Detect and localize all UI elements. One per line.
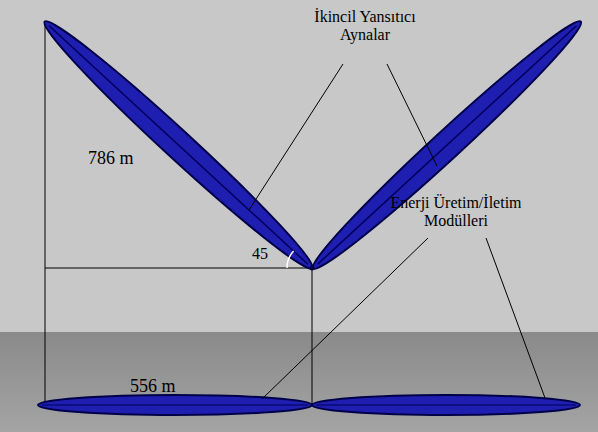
horizontal-line bbox=[45, 268, 312, 269]
ground-band bbox=[0, 332, 598, 432]
dimension-label: 786 m bbox=[88, 148, 134, 169]
leader-lines bbox=[249, 64, 545, 399]
dimension-label: 556 m bbox=[130, 376, 176, 397]
sky-background bbox=[0, 0, 598, 332]
energy-modules bbox=[38, 395, 580, 415]
vertical-dimension-line bbox=[45, 22, 46, 405]
vertex-point bbox=[310, 266, 315, 271]
left-mirror bbox=[35, 11, 322, 278]
part-label: Enerji Üretim/İletim Modülleri bbox=[368, 194, 544, 231]
angle-arc bbox=[287, 251, 294, 268]
angle-label: 45 bbox=[252, 245, 268, 263]
vertical-line bbox=[312, 268, 313, 405]
part-label: İkincil Yansıtıcı Aynalar bbox=[290, 8, 440, 45]
right-mirror bbox=[304, 11, 591, 278]
